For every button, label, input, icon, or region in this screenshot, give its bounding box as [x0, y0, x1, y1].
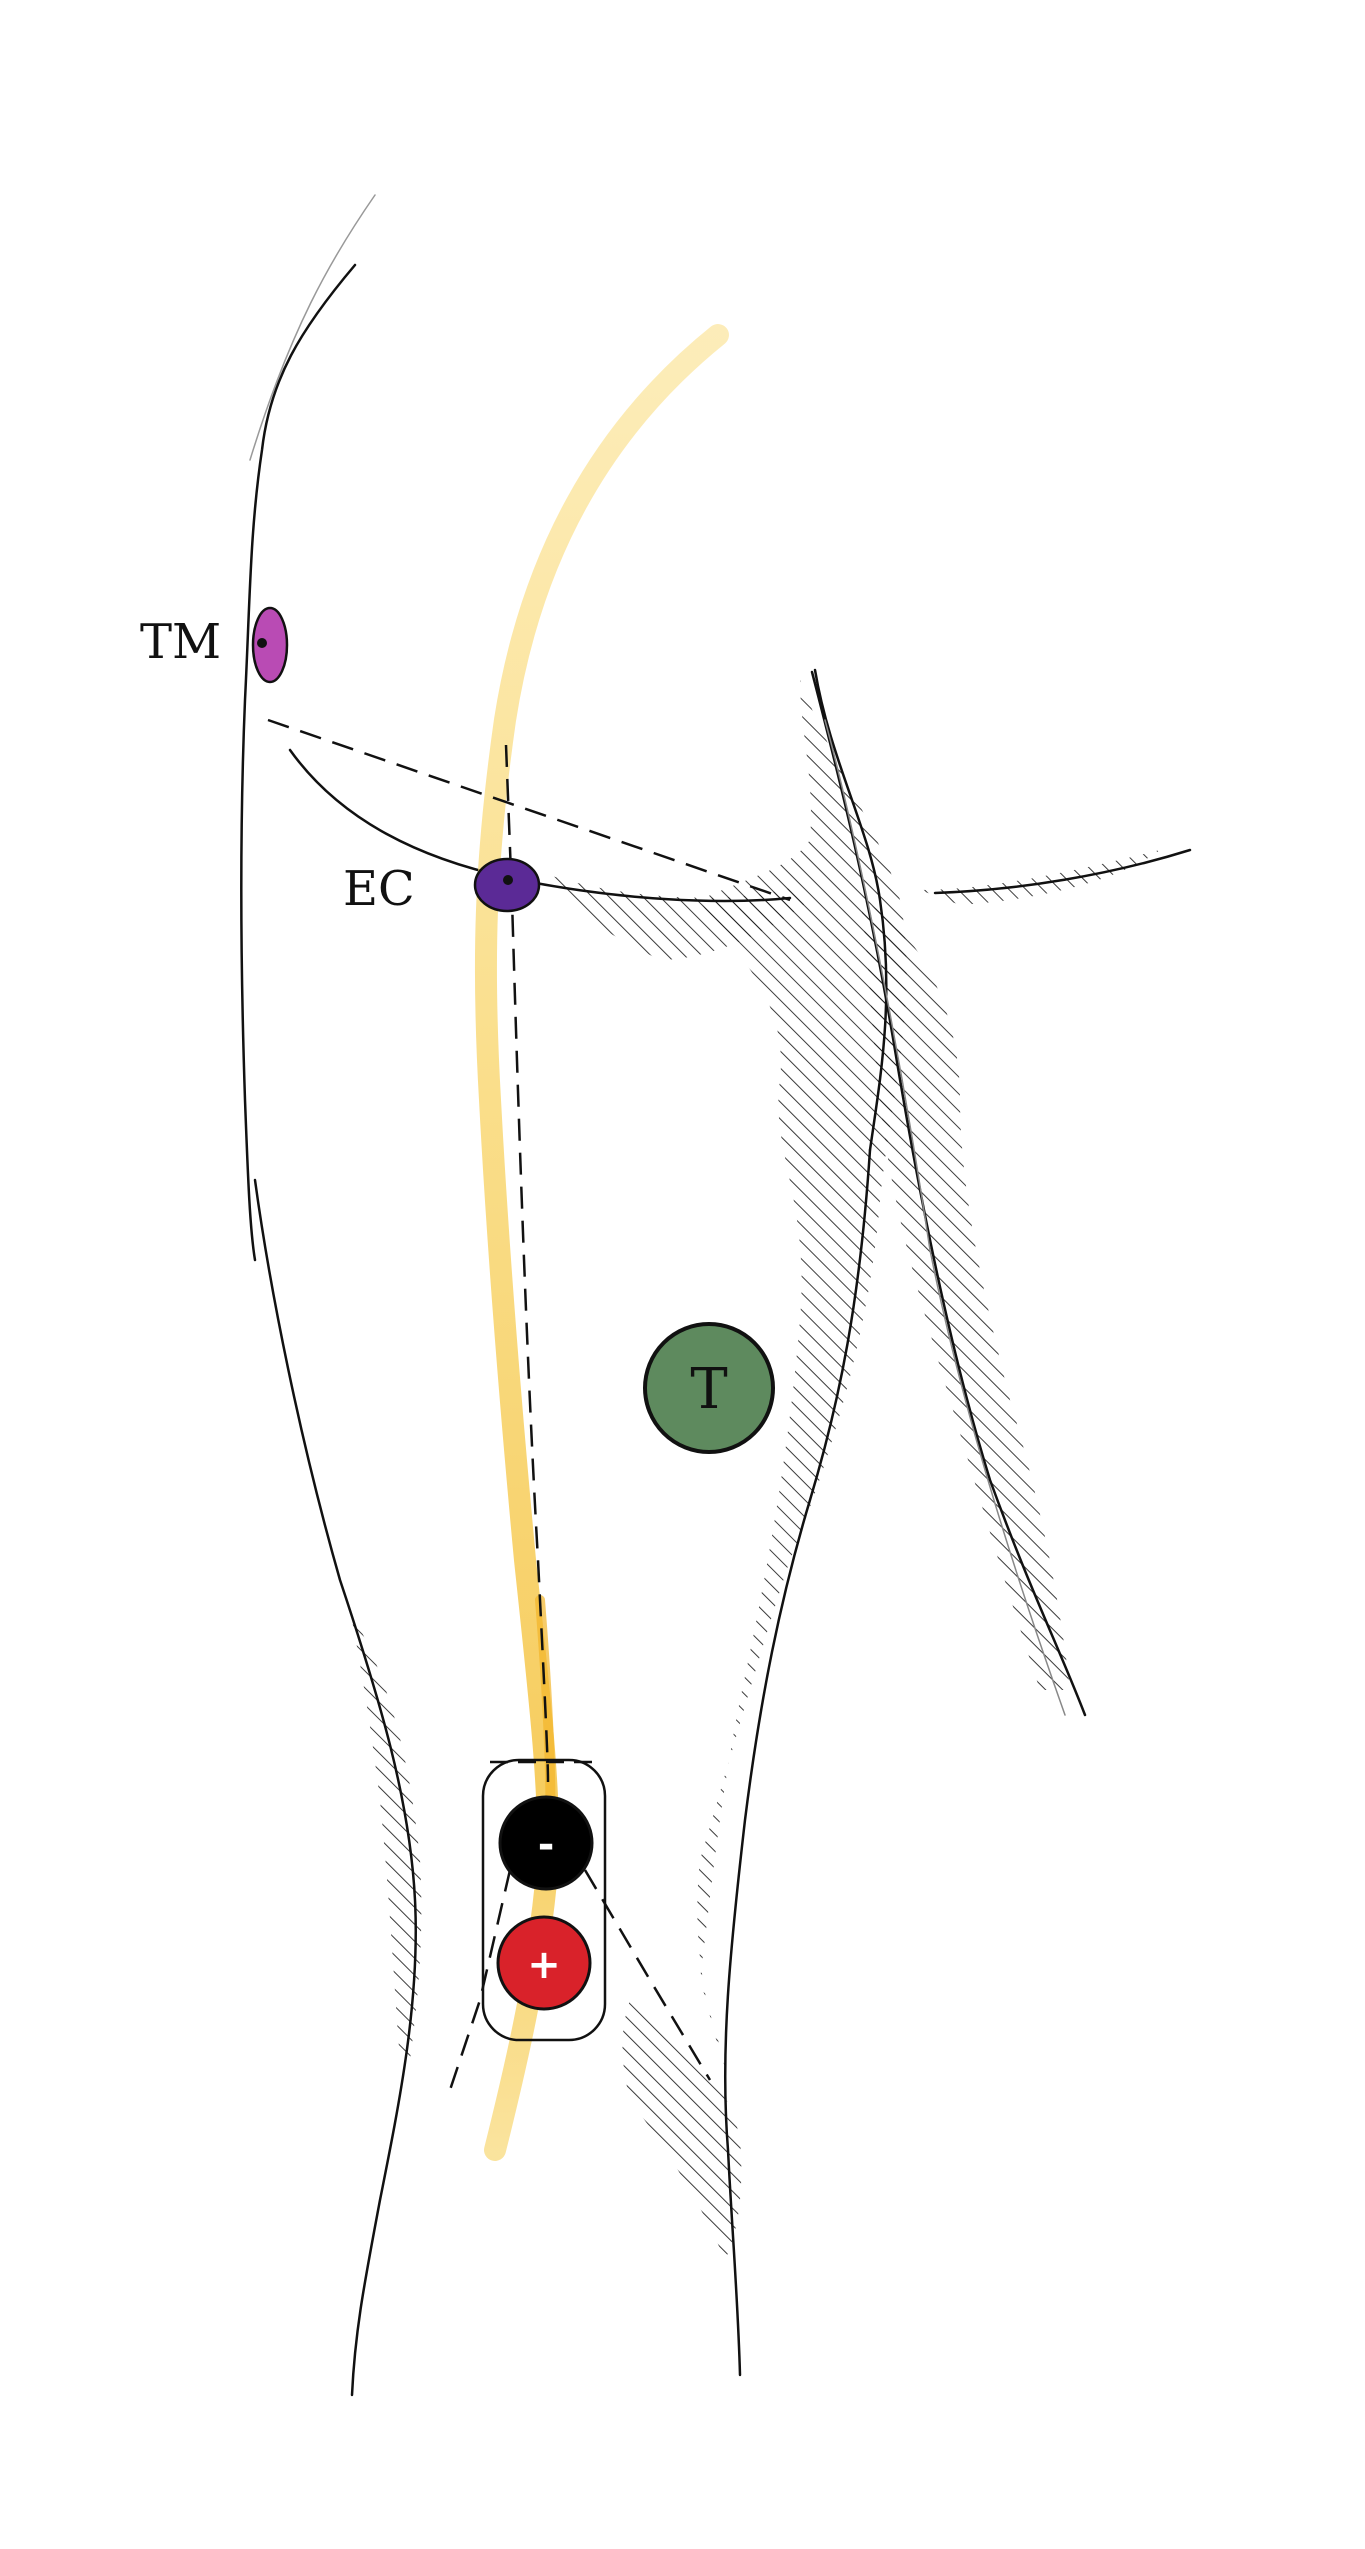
- ec-marker: EC: [343, 857, 541, 917]
- outline-left-thigh: [253, 1178, 418, 2397]
- outline-inner-thigh-edge: [813, 668, 888, 1152]
- reference-lines: [267, 718, 791, 2091]
- plus-electrode-icon: [496, 1915, 592, 2011]
- limb-outline: [240, 194, 1192, 2397]
- shading-inner-thigh: [697, 680, 907, 2080]
- tm-dot-center: [257, 638, 267, 648]
- target-marker: T: [643, 1322, 775, 1454]
- positive-label: +: [527, 1942, 561, 1988]
- line-ec-vertical: [504, 744, 550, 1783]
- tm-marker: TM: [140, 606, 289, 684]
- outline-right-groin: [933, 848, 1192, 895]
- shading-knee-left: [350, 1610, 422, 2060]
- line-electrode-spread-right: [583, 1869, 712, 2081]
- line-tm-to-pubis: [267, 718, 791, 902]
- negative-label: -: [538, 1822, 555, 1868]
- ec-dot-icon: [473, 857, 541, 913]
- outline-inner-thigh: [723, 1148, 872, 2377]
- outline-left-hip: [240, 263, 357, 1262]
- outline-right-leg: [810, 670, 1087, 1717]
- ec-dot-center: [503, 875, 513, 885]
- negative-electrode: -: [498, 1795, 594, 1891]
- tm-label: TM: [140, 614, 221, 670]
- outline-right-leg-sketch: [824, 719, 1066, 1716]
- minus-electrode-icon: [498, 1795, 594, 1891]
- positive-electrode: +: [496, 1915, 592, 2011]
- shading-groin: [920, 850, 1160, 905]
- line-electrode-spread-left: [448, 1869, 512, 2091]
- outline-left-hip-sketch: [249, 194, 376, 461]
- tm-dot-icon: [251, 606, 289, 684]
- shading-right-band: [860, 900, 1070, 1690]
- hatched-shading: [350, 680, 1160, 2260]
- target-label: T: [690, 1357, 727, 1422]
- target-circle-icon: [643, 1322, 775, 1454]
- shading-knee-lower: [622, 2000, 742, 2260]
- electrode-pad: [481, 1758, 607, 2042]
- ec-label: EC: [343, 861, 415, 917]
